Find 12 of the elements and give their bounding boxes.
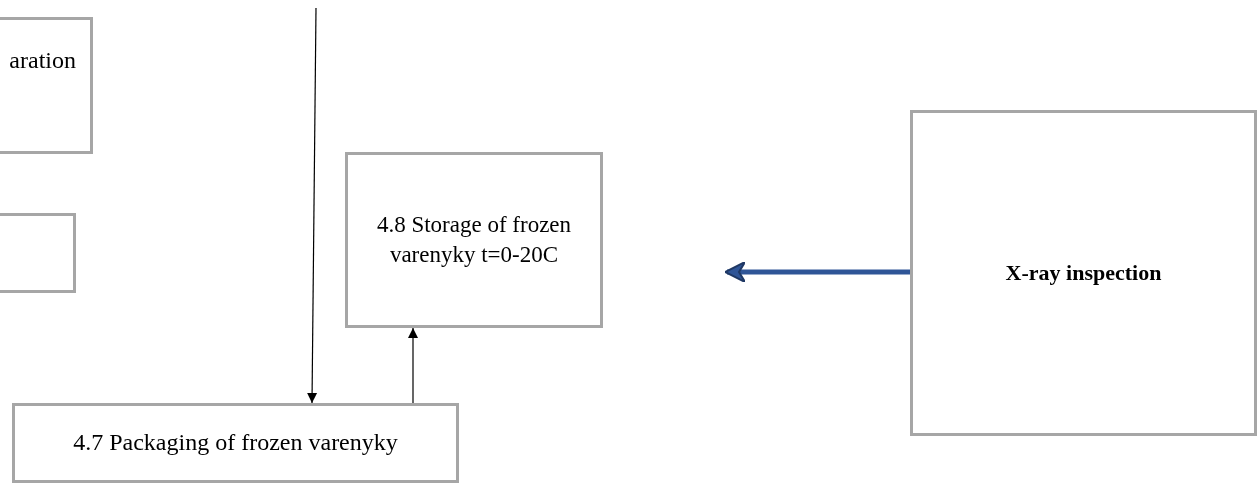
arrow: [724, 261, 910, 283]
arrow: [408, 327, 418, 404]
process-label: X-ray inspection: [1005, 258, 1162, 287]
process-box: [12, 403, 459, 483]
process-label: aration: [9, 45, 76, 75]
process-box: [910, 110, 1257, 436]
process-label: 4.7 Packaging of frozen varenyky: [73, 428, 398, 458]
process-label: 4.8 Storage of frozen varenyky t=0-20C: [375, 211, 573, 269]
process-box: [0, 213, 76, 293]
arrow: [307, 7, 318, 404]
process-box: [345, 152, 603, 328]
process-box: [0, 17, 93, 154]
